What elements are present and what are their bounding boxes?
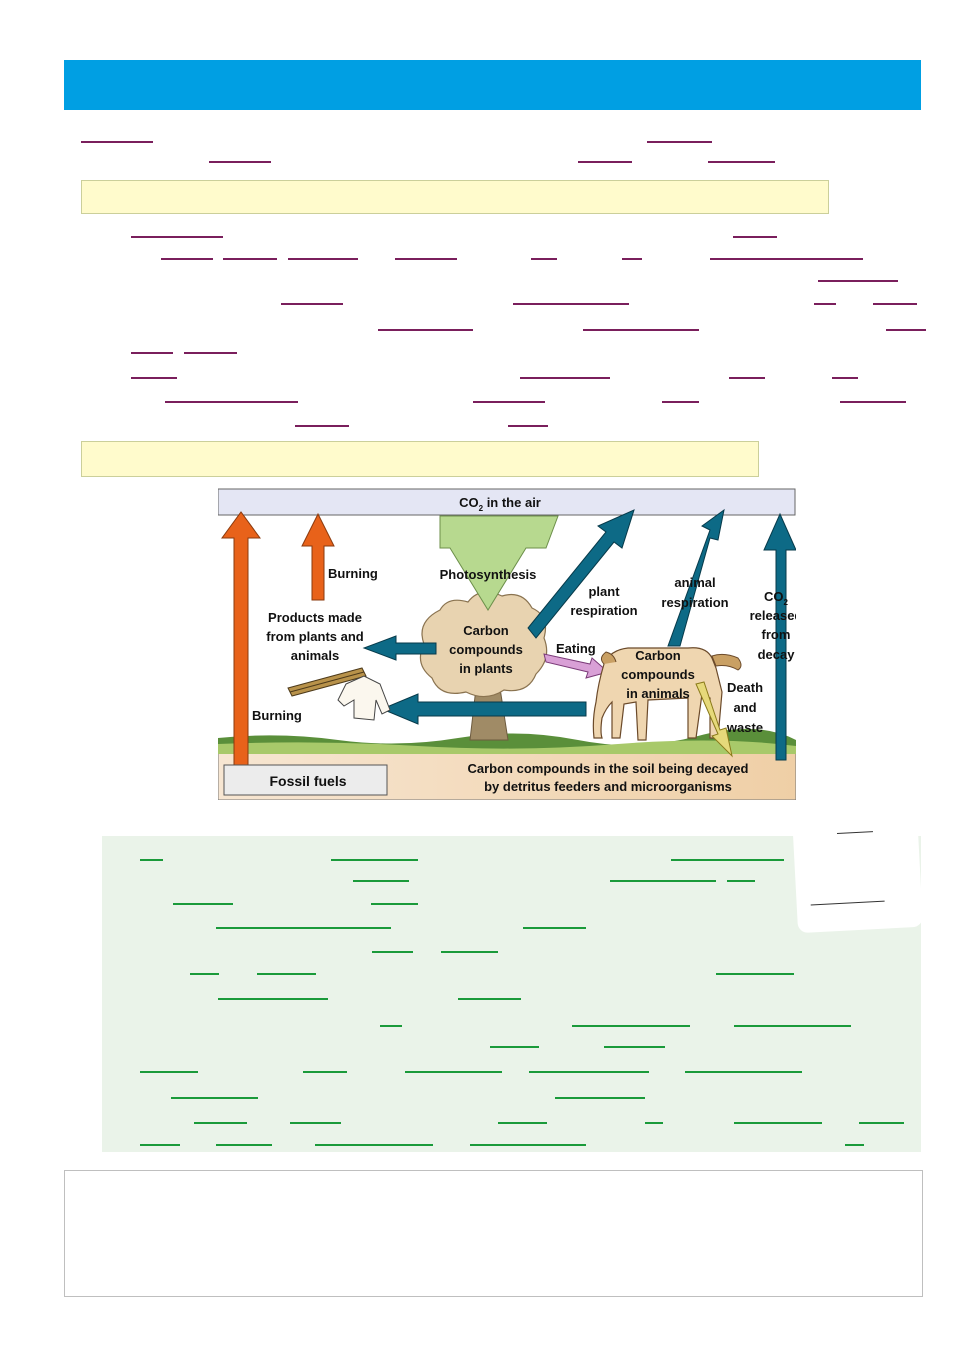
eating-arrow xyxy=(543,653,610,679)
death-label-1: Death xyxy=(727,680,763,695)
plant-respiration-label-2: respiration xyxy=(570,603,637,618)
soil-label-2: by detritus feeders and microorganisms xyxy=(484,779,732,794)
animals-to-products-arrow xyxy=(380,693,587,725)
burning-bottom-label: Burning xyxy=(252,708,302,723)
wood-planks xyxy=(287,667,367,697)
co2-released-label-4: decay xyxy=(758,647,796,662)
answer-box xyxy=(64,1170,923,1297)
fossil-fuels-box xyxy=(223,764,388,796)
plant-respiration-label-1: plant xyxy=(588,584,620,599)
co2-released-label-1: CO2 xyxy=(764,589,789,607)
products-label-2: from plants and xyxy=(266,629,364,644)
death-waste-arrow xyxy=(695,681,733,758)
photosynthesis-label: Photosynthesis xyxy=(440,567,537,582)
animal-respiration-label-1: animal xyxy=(674,575,715,590)
animal-respiration-label-2: respiration xyxy=(661,595,728,610)
air-box xyxy=(218,488,796,516)
plants-label-1: Carbon xyxy=(463,623,509,638)
plant-respiration-arrow xyxy=(527,509,635,639)
animals-label-2: compounds xyxy=(621,667,695,682)
carbon-cycle-diagram: CO2 in the air Photosynthesis Carbon com… xyxy=(218,488,796,800)
section-heading-box-2 xyxy=(81,441,759,477)
products-label-1: Products made xyxy=(268,610,362,625)
products-burning-arrow xyxy=(301,512,335,601)
products-label-3: animals xyxy=(291,648,339,663)
horse-icon xyxy=(592,647,742,741)
plants-label-3: in plants xyxy=(459,661,512,676)
section-heading-box-1 xyxy=(81,180,829,214)
animals-label-1: Carbon xyxy=(635,648,681,663)
death-label-3: waste xyxy=(726,720,763,735)
shirt-icon xyxy=(337,675,391,721)
decay-release-arrow xyxy=(763,512,796,761)
green-text-panel xyxy=(102,836,921,1152)
fossil-burning-arrow xyxy=(221,511,261,779)
photosynthesis-arrow xyxy=(439,515,559,611)
co2-released-label-2: released xyxy=(750,608,796,623)
animal-respiration-arrow xyxy=(667,508,725,647)
co2-released-label-3: from xyxy=(762,627,791,642)
death-label-2: and xyxy=(733,700,756,715)
eating-label: Eating xyxy=(556,641,596,656)
air-label: CO2 in the air xyxy=(459,495,541,513)
plants-to-products-arrow xyxy=(362,635,437,661)
header-bar xyxy=(64,60,921,110)
plants-label-2: compounds xyxy=(449,642,523,657)
soil-label-1: Carbon compounds in the soil being decay… xyxy=(468,761,749,776)
note-card xyxy=(791,808,924,934)
fossil-fuels-label: Fossil fuels xyxy=(269,773,346,789)
animals-label-3: in animals xyxy=(626,686,690,701)
burning-top-label: Burning xyxy=(328,566,378,581)
